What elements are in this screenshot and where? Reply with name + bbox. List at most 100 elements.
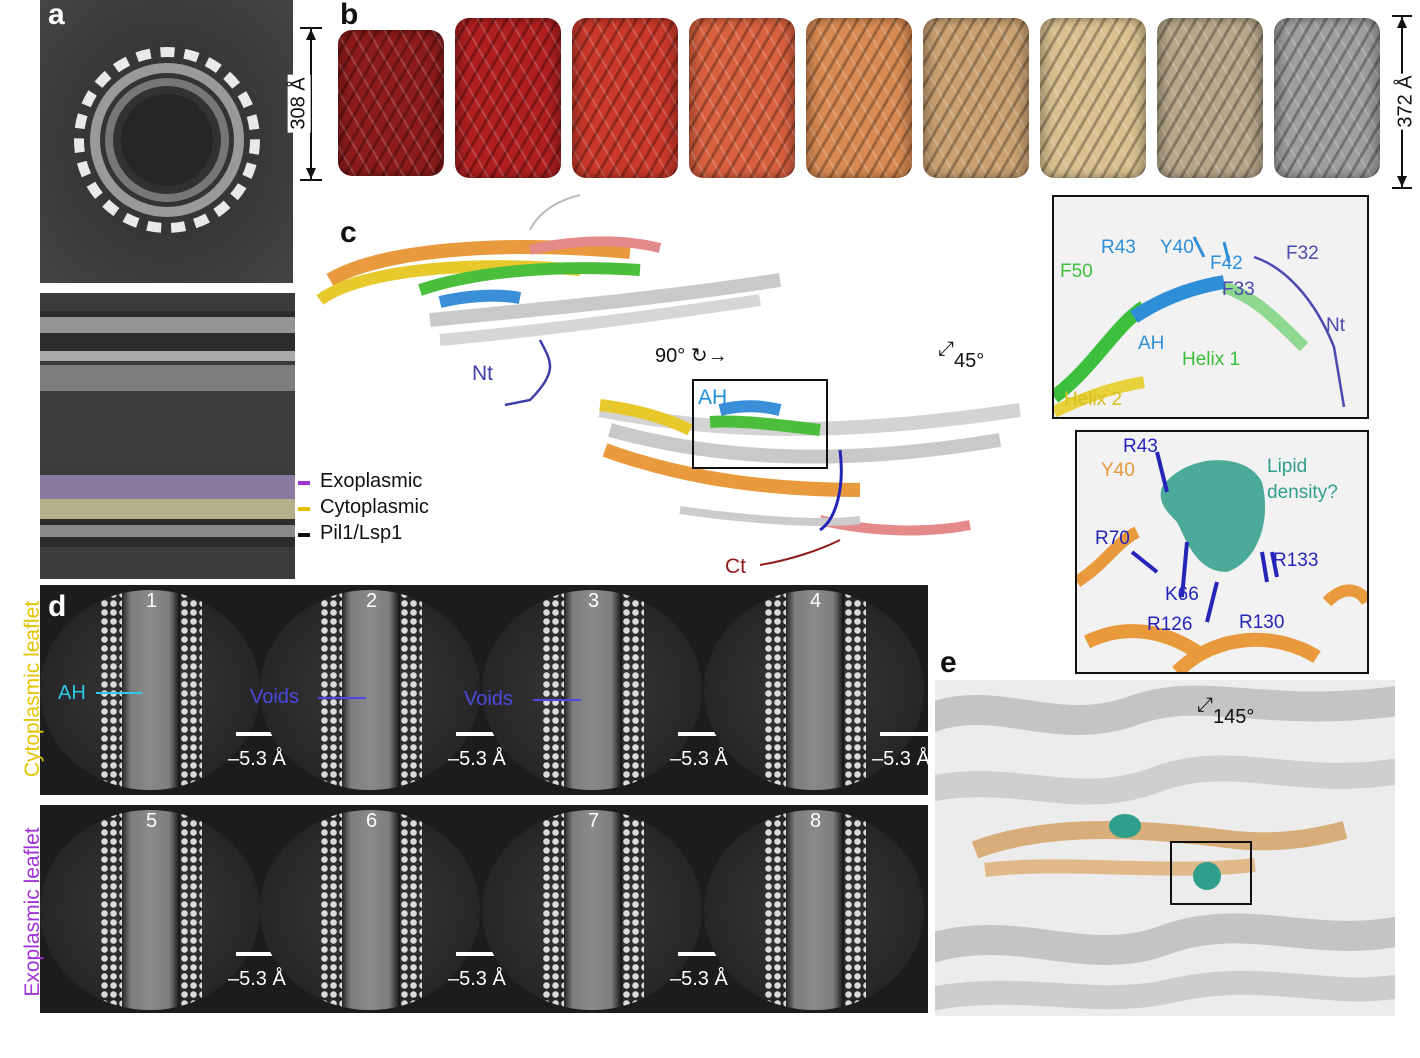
membrane-band — [784, 590, 844, 790]
res-f50: F50 — [1060, 261, 1093, 282]
protein-coat-left — [542, 590, 564, 790]
panel-label-d: d — [48, 590, 67, 623]
step-distance-label: –5.3 Å — [670, 968, 728, 990]
rotation-145-label: ⤢145° — [1197, 694, 1254, 728]
frame-number: 1 — [146, 590, 158, 612]
helical-tube-series — [338, 18, 1390, 188]
helical-tube-9 — [1274, 18, 1380, 178]
label-nt-inset: Nt — [1326, 315, 1345, 336]
legend-item-pil1: Pil1/Lsp1 — [298, 522, 429, 548]
res-r70: R70 — [1095, 528, 1130, 549]
res-r43-bottom: R43 — [1123, 436, 1158, 457]
legend-label-exoplasmic: Exoplasmic — [320, 470, 423, 492]
lipid-density-blob — [1160, 460, 1266, 572]
inset-lipid-site: R43 Y40 R70 K66 R126 R130 R133 Lipid den… — [1075, 430, 1369, 674]
step-distance-label: –5.3 Å — [448, 748, 506, 770]
label-ah: AH — [698, 386, 728, 409]
annotation-voids-1: Voids — [250, 686, 299, 708]
frame-number: 3 — [588, 590, 600, 612]
tomogram-slice-7 — [482, 810, 702, 1010]
annotation-voids-2: Voids — [464, 688, 513, 710]
tomogram-slice-1 — [40, 590, 260, 790]
lipid-density-1 — [1109, 814, 1141, 838]
rotation-145-value: 145° — [1213, 706, 1255, 728]
panel-a-top-view — [40, 0, 293, 283]
rotation-45-value: 45° — [954, 350, 985, 372]
protein-coat-left — [100, 810, 122, 1010]
panel-label-e: e — [940, 646, 957, 679]
protein-coat-left — [764, 590, 786, 790]
panel-e-inset-box — [1170, 841, 1252, 905]
tomogram-slice-4 — [704, 590, 924, 790]
res-r130: R130 — [1239, 612, 1285, 633]
cytoplasmic-band — [40, 499, 295, 519]
legend-item-cytoplasmic: Cytoplasmic — [298, 496, 429, 522]
res-k66: K66 — [1165, 584, 1199, 605]
rotation-45-label: ⤢45° — [938, 338, 984, 372]
helical-tube-8 — [1157, 18, 1263, 178]
scale-label-308: 308 Å — [287, 74, 311, 133]
frame-number: 7 — [588, 810, 600, 832]
ribbon-bottom — [598, 399, 1022, 566]
res-y40-bottom: Y40 — [1101, 460, 1135, 481]
tomogram-slice-5 — [40, 810, 260, 1010]
step-distance-label: –5.3 Å — [448, 968, 506, 990]
tilt-rotate-icon: ⤢ — [938, 338, 954, 360]
protein-ribbon-structures — [316, 194, 1022, 566]
protein-coat-left — [764, 810, 786, 1010]
membrane-band — [562, 590, 622, 790]
label-helix-1: Helix 1 — [1182, 349, 1241, 370]
inset-highlight-box — [692, 379, 828, 469]
helical-tube-1 — [338, 30, 444, 176]
helical-tube-3 — [572, 18, 678, 178]
helical-tube-2 — [455, 18, 561, 178]
step-distance-label: –5.3 Å — [228, 968, 286, 990]
panel-label-a: a — [48, 0, 65, 31]
protein-coat-right — [180, 590, 202, 790]
res-r126: R126 — [1147, 614, 1193, 635]
protein-coat-right — [400, 810, 422, 1010]
membrane-band — [340, 810, 400, 1010]
inset-ah-residues: R43 Y40 F42 F32 F50 F33 AH Helix 1 Helix… — [1052, 195, 1369, 419]
lipid-density-2 — [1193, 862, 1221, 890]
annotation-ah: AH — [58, 682, 86, 704]
lipid-density-label: Lipid density? — [1267, 456, 1338, 503]
protein-coat-left — [320, 810, 342, 1010]
protein-coat-right — [400, 590, 422, 790]
frame-number: 5 — [146, 810, 158, 832]
step-distance-label: –5.3 Å — [872, 748, 930, 770]
membrane-band — [120, 810, 180, 1010]
ah-pointer-line — [96, 692, 142, 694]
frame-number: 8 — [810, 810, 822, 832]
voids-pointer-line-2 — [533, 699, 581, 701]
step-distance-label: –5.3 Å — [228, 748, 286, 770]
res-r43-top: R43 — [1101, 237, 1136, 258]
res-r133: R133 — [1273, 550, 1319, 571]
protein-coat-right — [844, 810, 866, 1010]
frame-number: 6 — [366, 810, 378, 832]
legend-label-cytoplasmic: Cytoplasmic — [320, 496, 429, 518]
frame-number: 2 — [366, 590, 378, 612]
helical-tube-4 — [689, 18, 795, 178]
scale-label-372: 372 Å — [1394, 73, 1418, 130]
label-ah-inset: AH — [1138, 333, 1165, 354]
panel-a-side-view — [40, 293, 295, 579]
tomogram-slice-3 — [482, 590, 702, 790]
membrane-band — [340, 590, 400, 790]
ribbon-top — [316, 194, 782, 407]
membrane-band — [562, 810, 622, 1010]
pil1-swatch — [298, 532, 310, 537]
helical-tube-5 — [806, 18, 912, 178]
res-f33: F33 — [1222, 279, 1255, 300]
step-arrow-icon — [880, 726, 946, 742]
helical-tube-7 — [1040, 18, 1146, 178]
tomogram-slice-6 — [260, 810, 480, 1010]
membrane-band — [784, 810, 844, 1010]
panel-e-density-map: ⤢145° — [935, 680, 1395, 1016]
tilt-rotate-icon-e: ⤢ — [1197, 694, 1213, 716]
protein-coat-right — [844, 590, 866, 790]
rotation-90-value: 90° — [655, 345, 686, 367]
voids-pointer-line-1 — [318, 697, 366, 699]
ring-cross-section — [40, 0, 293, 283]
panel-label-b: b — [340, 0, 359, 31]
